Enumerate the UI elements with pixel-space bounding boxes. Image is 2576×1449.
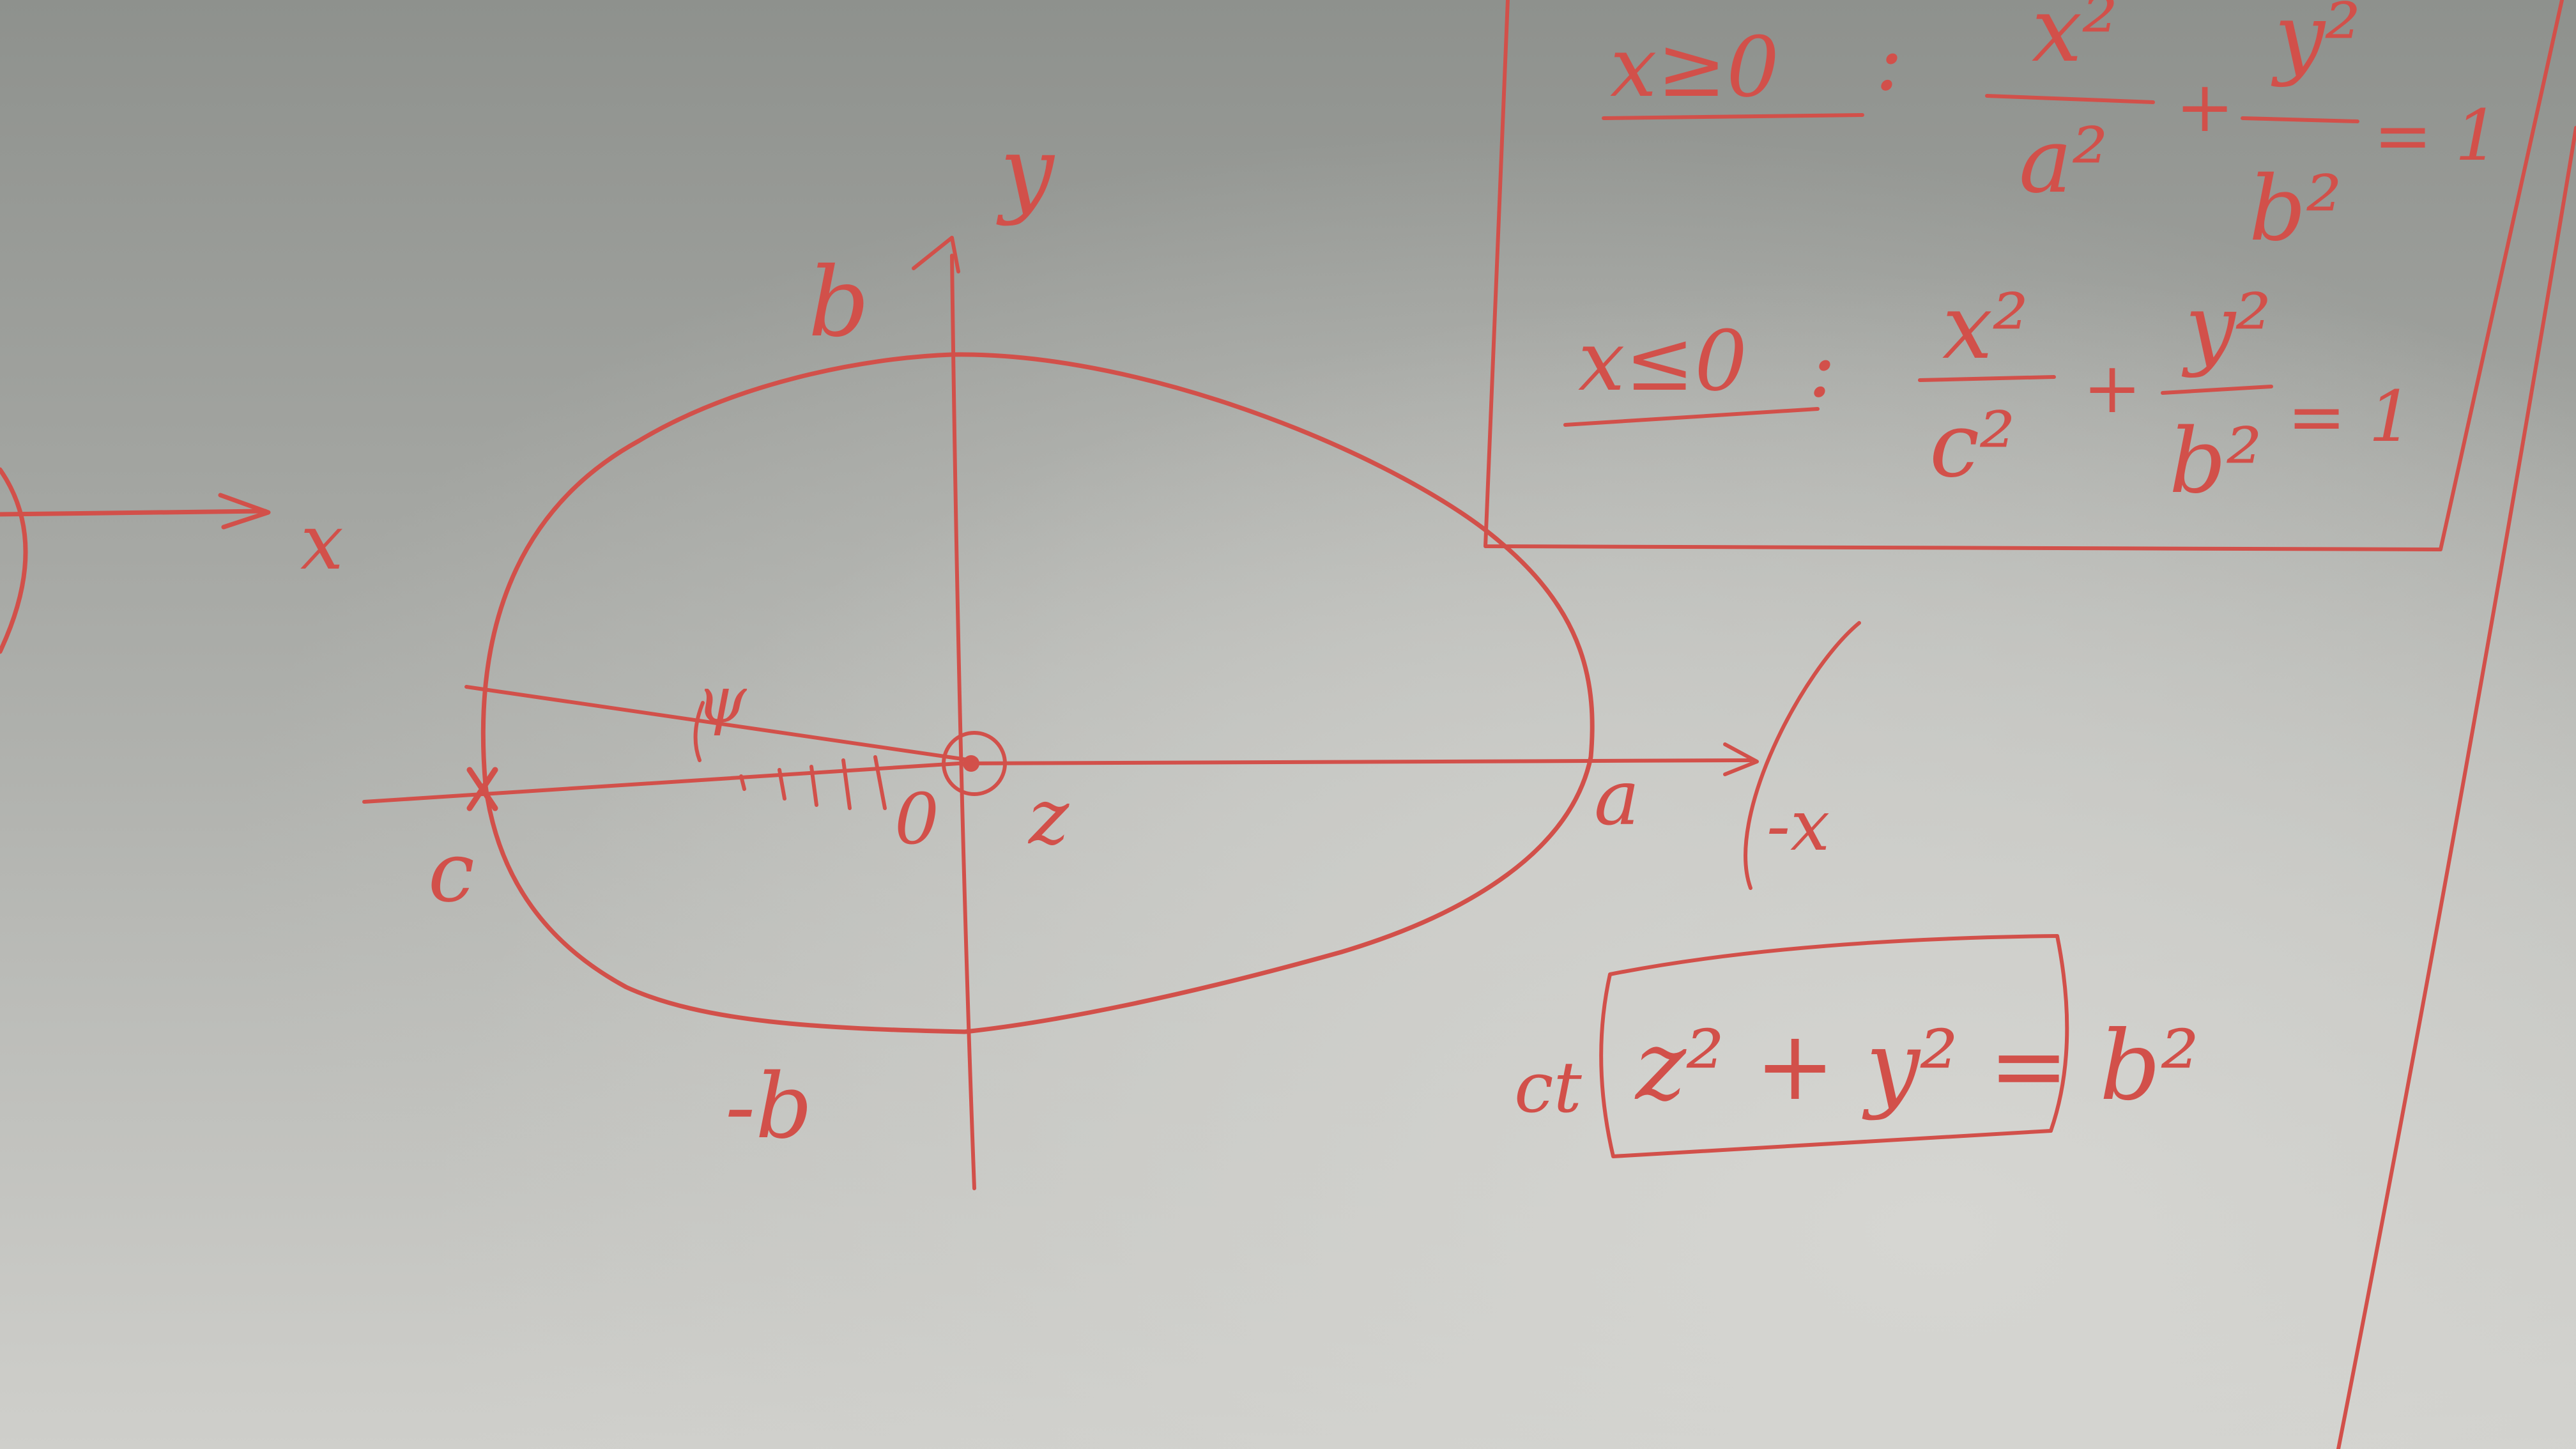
- angle-line: [464, 685, 973, 762]
- eq1-condition: x≥0: [1610, 19, 1779, 116]
- eq2-fraction-bar-2: [2161, 385, 2273, 395]
- left-x-arrow-shaft: [0, 509, 268, 517]
- left-partial-arc: [0, 467, 28, 654]
- b-bottom-label: -b: [725, 1055, 813, 1159]
- eq2-num1: x²: [1942, 275, 2028, 379]
- left-x-label: x: [300, 498, 344, 587]
- angle-arc: [693, 701, 705, 762]
- eq1-fraction-bar-2: [2241, 116, 2359, 123]
- left-x-arrow-head: [218, 493, 271, 530]
- c-tick-mark: [466, 767, 498, 811]
- circle-eq-box: [1599, 934, 2069, 1158]
- eq2-condition-underline: [1563, 407, 1820, 427]
- eq1-num1: x²: [2032, 0, 2118, 82]
- eq2-den2: b²: [2169, 410, 2262, 514]
- eq2-condition: x≤0: [1578, 312, 1747, 410]
- origin-label: 0: [894, 778, 939, 860]
- eq1-condition-underline: [1602, 113, 1864, 120]
- y-axis-arrowhead: [912, 236, 960, 273]
- y-axis-label: y: [996, 116, 1055, 227]
- eq2-equals: = 1: [2287, 376, 2413, 457]
- right-edge-line: [2336, 126, 2576, 1449]
- x-axis-arrowhead: [1723, 742, 1759, 776]
- minus-x-curve-arrow: [1744, 621, 1861, 890]
- egg-curve: [480, 352, 1595, 1034]
- eq2-colon: :: [1808, 319, 1836, 416]
- origin-circle: [942, 731, 1007, 796]
- eq2-num2: y²: [2181, 275, 2271, 379]
- equation-box: [1483, 0, 2564, 551]
- eq2-fraction-bar-1: [1918, 375, 2056, 382]
- hatch-marks: [739, 755, 887, 810]
- eq1-equals: = 1: [2373, 95, 2499, 176]
- circle-eq-text: z² + y² = b²: [1634, 1011, 2199, 1122]
- phi-label: ψ: [696, 663, 747, 737]
- c-label: c: [428, 824, 475, 921]
- circle-eq-prefix: ct: [1514, 1046, 1583, 1128]
- eq2-den1: c²: [1929, 394, 2016, 498]
- eq1-colon: :: [1875, 12, 1903, 109]
- eq1-plus: +: [2175, 66, 2234, 148]
- b-top-label: b: [808, 247, 870, 358]
- a-label: a: [1594, 754, 1640, 843]
- eq1-num2: y²: [2271, 0, 2361, 89]
- y-axis-line: [950, 254, 976, 1190]
- z-label: z: [1027, 773, 1070, 862]
- eq1-den2: b²: [2249, 157, 2342, 261]
- eq1-fraction-bar-1: [1985, 94, 2155, 104]
- minus-x-label: -x: [1767, 785, 1830, 866]
- eq1-den1: a²: [2019, 109, 2108, 213]
- eq2-plus: +: [2083, 347, 2142, 429]
- x-axis-line: [362, 758, 1752, 804]
